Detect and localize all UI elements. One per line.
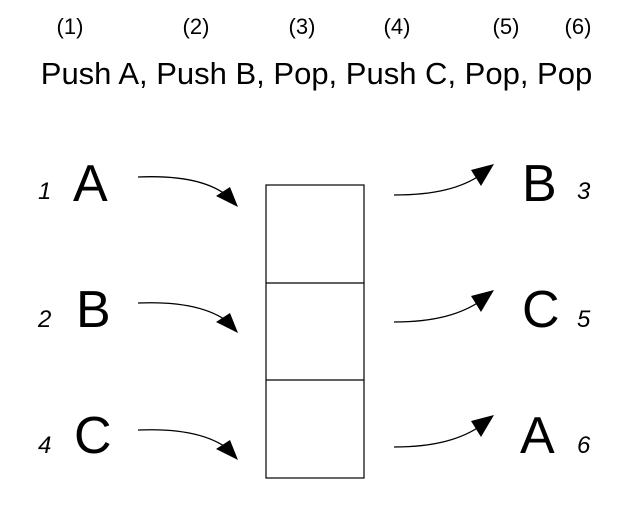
step-number-3: (3) [288,14,316,39]
step-number-2: (2) [182,14,210,39]
pop-arrow-c [393,299,483,323]
push-arrowhead-a [216,187,238,207]
push-order-b: 2 [38,306,52,333]
push-letter-a: A [73,155,108,213]
pop-arrowhead-a [471,415,494,437]
pop-arrow-a [393,424,483,448]
stack-outline [265,184,365,479]
stack-box [265,184,365,479]
push-arrowhead-b [216,313,238,333]
pop-order-c: 5 [577,306,591,333]
pop-letter-b: B [522,155,557,213]
push-order-a: 1 [38,178,52,205]
step-number-1: (1) [56,14,84,39]
step-number-5: (5) [492,14,520,39]
push-order-c: 4 [38,432,52,459]
step-number-4: (4) [383,14,411,39]
pop-order-a: 6 [577,432,591,459]
pop-order-b: 3 [577,178,591,205]
pop-letter-c: C [522,281,560,339]
operation-sequence: Push A, Push B, Pop, Push C, Pop, Pop [40,56,593,91]
pop-letter-a: A [520,407,555,465]
push-letter-c: C [74,407,112,465]
pop-arrow-b [393,173,483,196]
pop-arrowhead-b [471,164,494,186]
push-arrowhead-c [216,440,238,460]
push-letter-b: B [76,281,111,339]
step-number-6: (6) [564,14,592,39]
pop-arrowhead-c [471,290,494,312]
